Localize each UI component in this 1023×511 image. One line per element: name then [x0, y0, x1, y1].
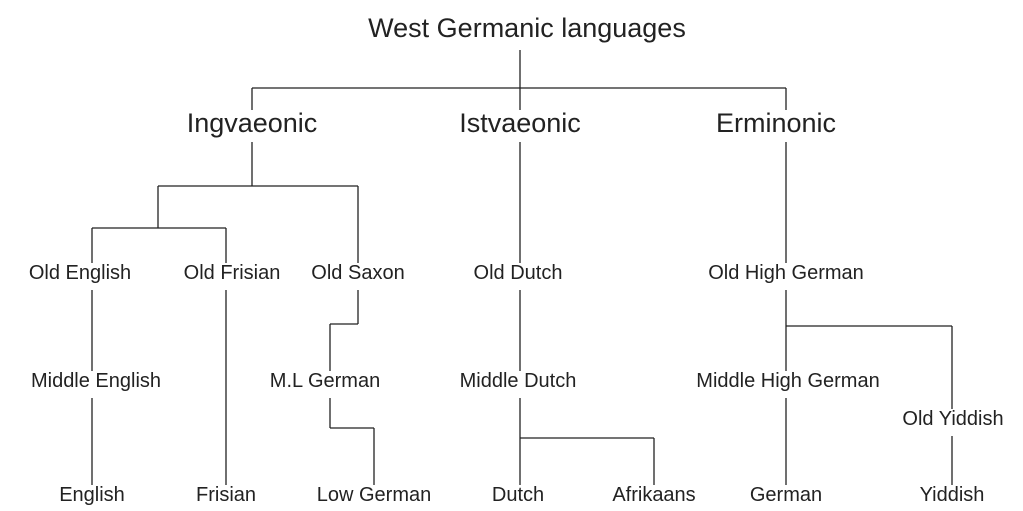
node-low-german: Low German	[314, 484, 434, 506]
node-old-yiddish: Old Yiddish	[900, 408, 1006, 430]
node-english: English	[57, 484, 127, 506]
node-old-english: Old English	[26, 262, 134, 284]
branch-node-istvaeonic: Istvaeonic	[457, 108, 583, 138]
node-middle-dutch: Middle Dutch	[457, 370, 579, 392]
node-old-saxon: Old Saxon	[309, 262, 407, 284]
node-german: German	[747, 484, 825, 506]
node-old-frisian: Old Frisian	[181, 262, 283, 284]
node-ml-german: M.L German	[267, 370, 383, 392]
node-middle-high-german: Middle High German	[694, 370, 882, 392]
branch-node-ingvaeonic: Ingvaeonic	[184, 108, 320, 138]
node-old-high-german: Old High German	[706, 262, 866, 284]
root-node-west-germanic: West Germanic languages	[366, 13, 688, 43]
branch-node-erminonic: Erminonic	[713, 108, 839, 138]
node-old-dutch: Old Dutch	[471, 262, 565, 284]
node-dutch: Dutch	[489, 484, 547, 506]
node-frisian: Frisian	[193, 484, 259, 506]
node-yiddish: Yiddish	[917, 484, 987, 506]
node-middle-english: Middle English	[28, 370, 164, 392]
node-afrikaans: Afrikaans	[610, 484, 698, 506]
